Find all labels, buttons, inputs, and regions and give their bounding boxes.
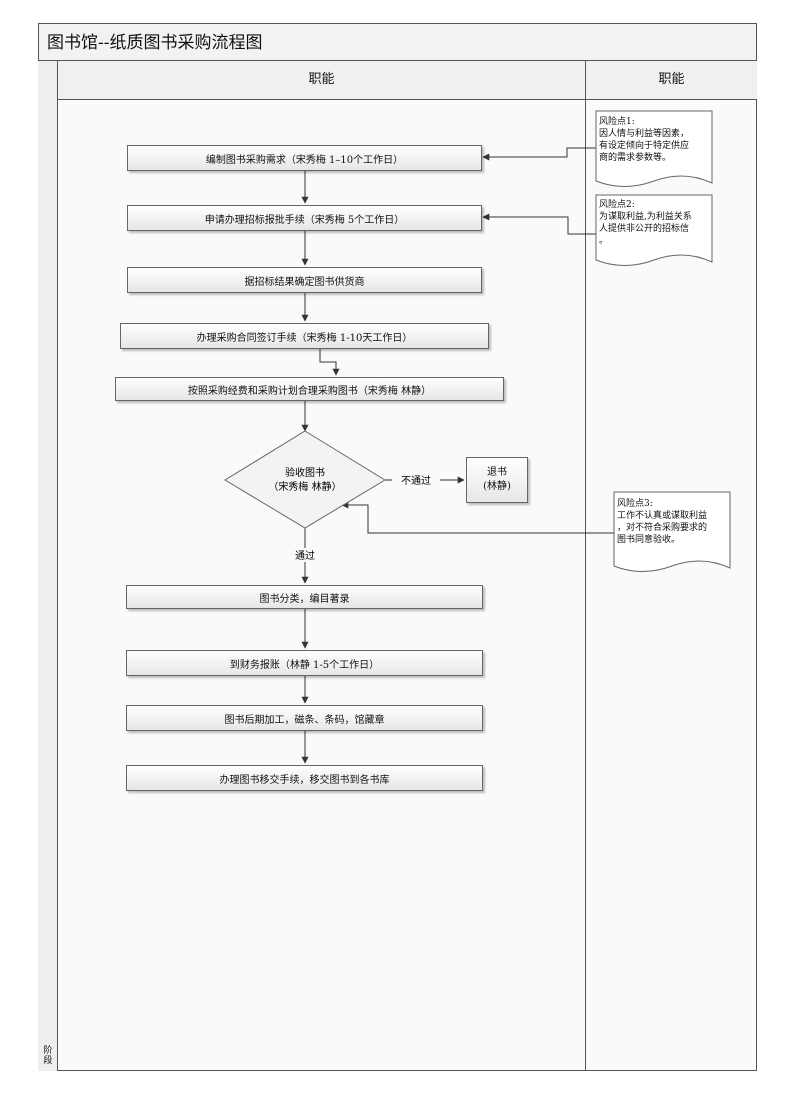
return-box: 退书 (林静) [466,457,528,503]
step-5-text: 按照采购经费和采购计划合理采购图书（宋秀梅 林静） [187,385,432,397]
risk-note-2: 风险点2: 为谋取利益,为利益关系 人提供非公开的招标信 。 [599,199,711,247]
step-5-box: 按照采购经费和采购计划合理采购图书（宋秀梅 林静） [115,377,504,401]
step-9-text: 办理图书移交手续，移交图书到各书库 [219,774,390,786]
step-8-box: 图书后期加工，磁条、条码，馆藏章 [126,705,483,731]
step-1-box: 编制图书采购需求（宋秀梅 1–10个工作日） [127,145,482,171]
arrow-risk3 [341,501,614,534]
lane-function-risk: 职能 [586,61,757,1071]
arrow-4-5 [319,349,340,376]
arrow-risk2 [482,213,596,235]
risk-2-line-3: 。 [599,236,609,246]
risk-1-title: 风险点1: [599,117,635,127]
arrow-risk1 [482,147,596,161]
step-1-text: 编制图书采购需求（宋秀梅 1–10个工作日） [205,154,404,166]
risk-note-2-shape [595,194,713,266]
lane-header-main: 职能 [58,61,585,100]
stage-label: 阶段 [43,1046,53,1066]
risk-note-3: 风险点3: 工作不认真或谋取利益 ，对不符合采购要求的 图书同意验收。 [617,498,729,546]
risk-2-title: 风险点2: [599,200,635,210]
decision-diamond [224,430,386,529]
risk-3-line-2: ，对不符合采购要求的 [617,523,708,533]
reject-label: 不通过 [401,474,431,487]
step-7-box: 到财务报账（林静 1-5个工作日） [126,650,483,676]
risk-3-title: 风险点3: [617,499,653,509]
return-line2: (林静) [483,481,511,492]
step-3-box: 据招标结果确定图书供货商 [127,267,482,293]
decision-line2: （宋秀梅 林静） [268,480,341,493]
stage-column [38,61,58,1071]
page-title: 图书馆--纸质图书采购流程图 [38,23,757,61]
risk-1-line-2: 有设定倾向于特定供应 [599,141,690,151]
step-2-box: 申请办理招标报批手续（宋秀梅 5个工作日） [127,205,482,231]
risk-2-line-1: 为谋取利益,为利益关系 [599,212,692,222]
risk-1-line-3: 商的需求参数等。 [599,153,672,163]
lane-header-risk: 职能 [586,61,757,100]
step-8-text: 图书后期加工，磁条、条码，馆藏章 [224,714,385,726]
risk-note-1: 风险点1: 因人情与利益等因素， 有设定倾向于特定供应 商的需求参数等。 [599,116,711,164]
step-6-text: 图书分类，编目著录 [259,593,350,605]
step-2-text: 申请办理招标报批手续（宋秀梅 5个工作日） [204,214,405,226]
return-line1: 退书 [487,467,507,478]
decision-line1: 验收图书 [285,466,325,479]
risk-3-line-1: 工作不认真或谋取利益 [617,511,708,521]
pass-label: 通过 [295,549,315,562]
risk-note-1-shape [595,110,713,187]
risk-note-3-shape [613,491,731,572]
step-6-box: 图书分类，编目著录 [126,585,483,609]
risk-1-line-1: 因人情与利益等因素， [599,129,690,139]
step-4-text: 办理采购合同签订手续（宋秀梅 1-10天工作日） [196,332,413,344]
step-7-text: 到财务报账（林静 1-5个工作日） [229,659,380,671]
step-3-text: 据招标结果确定图书供货商 [244,276,365,288]
lane-function-main: 职能 [58,61,586,1071]
risk-3-line-3: 图书同意验收。 [617,535,681,545]
step-9-box: 办理图书移交手续，移交图书到各书库 [126,765,483,791]
step-4-box: 办理采购合同签订手续（宋秀梅 1-10天工作日） [120,323,489,349]
risk-2-line-2: 人提供非公开的招标信 [599,224,690,234]
